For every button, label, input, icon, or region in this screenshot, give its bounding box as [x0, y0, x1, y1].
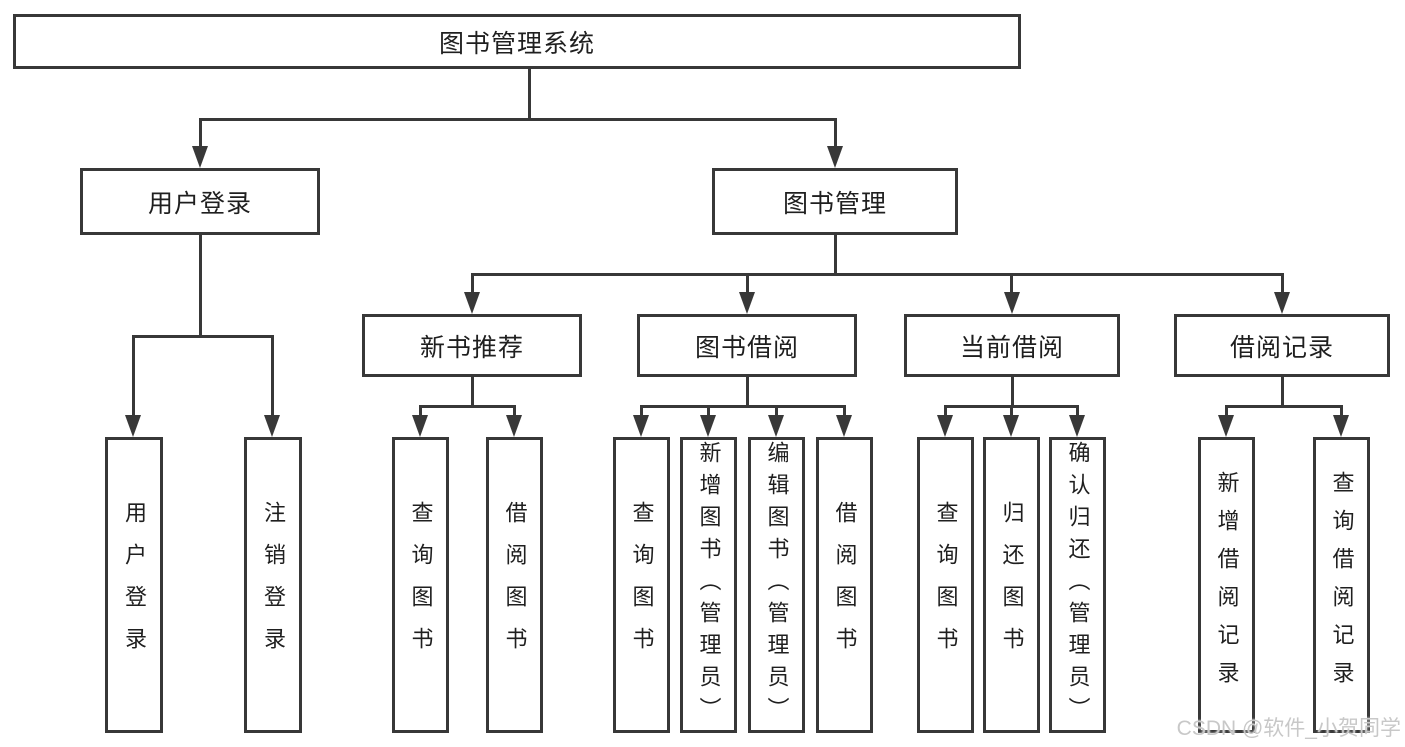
connector-line [471, 273, 1284, 276]
leaf-label: 新增图书（管理员） [696, 441, 722, 729]
connector-line [471, 377, 474, 405]
leaf-add-borrow-record: 新增借阅记录 [1198, 437, 1255, 733]
arrowhead-down-icon [768, 415, 784, 437]
leaf-label: 编辑图书（管理员） [764, 441, 790, 729]
leaf-borrow-books: 借阅图书 [816, 437, 873, 733]
connector-line [1225, 405, 1343, 408]
arrowhead-down-icon [192, 146, 208, 168]
leaf-label: 用户登录 [122, 501, 147, 669]
arrowhead-down-icon [264, 415, 280, 437]
leaf-query-books-newbook: 查询图书 [392, 437, 449, 733]
arrowhead-down-icon [1333, 415, 1349, 437]
connector-line [746, 273, 749, 294]
arrowhead-down-icon [836, 415, 852, 437]
connector-line [944, 405, 1079, 408]
connector-line [1225, 405, 1228, 417]
connector-line [199, 118, 837, 121]
connector-line [513, 405, 516, 417]
leaf-label: 查询图书 [408, 501, 434, 669]
connector-line [834, 118, 837, 148]
arrowhead-down-icon [1069, 415, 1085, 437]
leaf-label: 注销登录 [261, 501, 286, 669]
arrowhead-down-icon [937, 415, 953, 437]
leaf-label: 借阅图书 [502, 501, 528, 669]
leaf-query-borrow-record: 查询借阅记录 [1313, 437, 1370, 733]
connector-line [419, 405, 422, 417]
connector-line [944, 405, 947, 417]
connector-line [1281, 273, 1284, 294]
leaf-borrow-books-newbook: 借阅图书 [486, 437, 543, 733]
arrowhead-down-icon [1218, 415, 1234, 437]
node-label: 图书借阅 [694, 333, 799, 362]
node-book-management: 图书管理 [712, 168, 958, 235]
node-label: 借阅记录 [1229, 333, 1334, 362]
node-label: 新书推荐 [419, 333, 524, 362]
arrowhead-down-icon [125, 415, 141, 437]
node-user-login: 用户登录 [80, 168, 320, 235]
connector-line [775, 405, 778, 417]
connector-line [640, 405, 643, 417]
node-new-book-recommendation: 新书推荐 [362, 314, 582, 377]
connector-line [1010, 405, 1013, 417]
connector-line [199, 235, 202, 335]
arrowhead-down-icon [700, 415, 716, 437]
leaf-label: 新增借阅记录 [1214, 471, 1240, 699]
leaf-add-books-admin: 新增图书（管理员） [680, 437, 737, 733]
arrowhead-down-icon [412, 415, 428, 437]
leaf-label: 查询借阅记录 [1329, 471, 1355, 699]
leaf-label: 归还图书 [999, 501, 1025, 669]
connector-line [746, 377, 749, 405]
arrowhead-down-icon [1274, 292, 1290, 314]
leaf-confirm-return-admin: 确认归还（管理员） [1049, 437, 1106, 733]
node-book-borrowing: 图书借阅 [637, 314, 857, 377]
node-library-management-system: 图书管理系统 [13, 14, 1021, 69]
leaf-label: 查询图书 [629, 501, 655, 669]
connector-line [528, 68, 531, 118]
leaf-edit-books-admin: 编辑图书（管理员） [748, 437, 805, 733]
arrowhead-down-icon [1004, 292, 1020, 314]
node-label: 图书管理系统 [438, 29, 595, 58]
leaf-query-books-borrow: 查询图书 [613, 437, 670, 733]
connector-line [843, 405, 846, 417]
connector-line [1281, 377, 1284, 405]
arrowhead-down-icon [633, 415, 649, 437]
node-borrowing-records: 借阅记录 [1174, 314, 1390, 377]
connector-line [132, 335, 274, 338]
leaf-query-books-current: 查询图书 [917, 437, 974, 733]
csdn-watermark: CSDN @软件_小贺同学 [1176, 717, 1401, 740]
leaf-return-books: 归还图书 [983, 437, 1040, 733]
arrowhead-down-icon [464, 292, 480, 314]
arrowhead-down-icon [1003, 415, 1019, 437]
leaf-label: 确认归还（管理员） [1065, 441, 1091, 729]
arrowhead-down-icon [827, 146, 843, 168]
connector-line [419, 405, 516, 408]
leaf-label: 借阅图书 [832, 501, 858, 669]
connector-line [1340, 405, 1343, 417]
leaf-user-login: 用户登录 [105, 437, 163, 733]
node-label: 用户登录 [147, 189, 252, 218]
leaf-label: 查询图书 [933, 501, 959, 669]
connector-line [834, 235, 837, 273]
connector-line [271, 335, 274, 417]
connector-line [132, 335, 135, 417]
connector-line [1010, 273, 1013, 294]
connector-line [640, 405, 846, 408]
connector-line [1076, 405, 1079, 417]
connector-line [199, 118, 202, 148]
node-label: 图书管理 [782, 189, 887, 218]
leaf-logout: 注销登录 [244, 437, 302, 733]
arrowhead-down-icon [506, 415, 522, 437]
arrowhead-down-icon [739, 292, 755, 314]
node-label: 当前借阅 [959, 333, 1064, 362]
node-current-borrowing: 当前借阅 [904, 314, 1120, 377]
connector-line [1011, 377, 1014, 405]
connector-line [707, 405, 710, 417]
connector-line [471, 273, 474, 294]
